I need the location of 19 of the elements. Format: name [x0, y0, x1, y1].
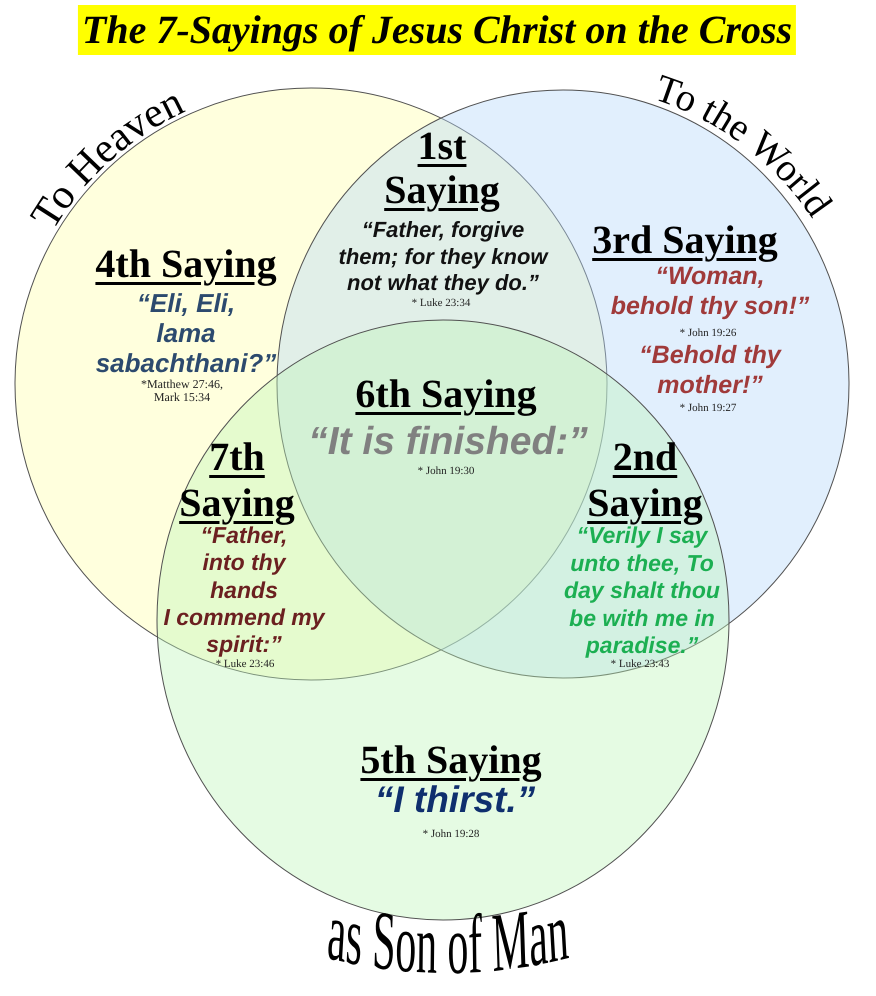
- verse-reference: * John 19:28: [422, 828, 480, 841]
- saying-quote: “Eli, Eli, lama sabachthani?”: [96, 288, 276, 378]
- verse-reference: *Matthew 27:46, Mark 15:34: [141, 378, 223, 404]
- circle-heading: as Son of Man: [325, 884, 571, 992]
- verse-reference: * Luke 23:43: [610, 658, 670, 671]
- saying-heading: 4th Saying: [95, 242, 277, 286]
- saying-heading: 1st Saying: [384, 124, 500, 212]
- verse-reference: * John 19:27: [680, 402, 736, 415]
- saying-quote: “Woman, behold thy son!”: [610, 262, 810, 321]
- saying-quote: “Behold thy mother!”: [639, 340, 781, 400]
- diagram-title: The 7-Sayings of Jesus Christ on the Cross: [78, 5, 796, 55]
- verse-reference: * Luke 23:46: [216, 658, 274, 671]
- saying-heading: 6th Saying: [355, 372, 537, 416]
- verse-reference: * Luke 23:34: [412, 297, 470, 310]
- saying-heading: 3rd Saying: [592, 218, 778, 262]
- saying-quote: “It is finished:”: [308, 421, 588, 463]
- verse-reference: * John 19:26: [680, 327, 736, 340]
- saying-quote: “Father, forgive them; for they know not what they do.”: [338, 217, 548, 296]
- verse-reference: * John 19:30: [418, 465, 474, 478]
